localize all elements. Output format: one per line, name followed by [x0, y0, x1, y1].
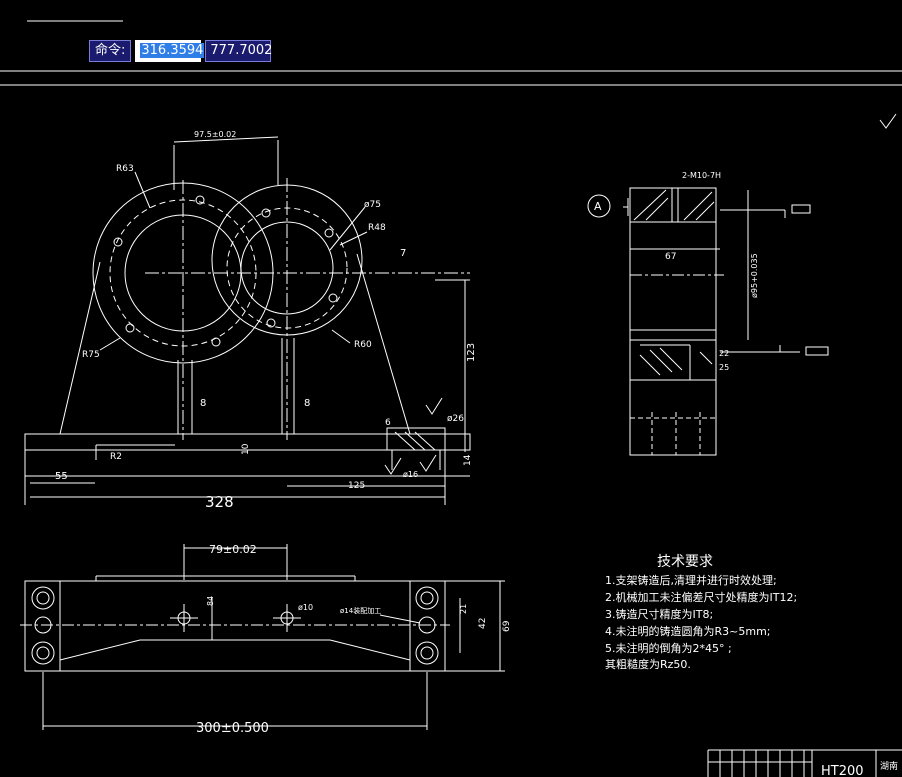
dim-phi14: ø14装配加工	[340, 606, 381, 615]
x-coordinate-input[interactable]: 316.3594	[135, 40, 205, 62]
front-view-labels: 97.5±0.02 R63 ø75 R48 R75 R60 7 123 8 8 …	[55, 130, 477, 511]
dim-14: 14	[463, 454, 473, 466]
dim-21: 21	[459, 604, 468, 614]
company-label: 湖南	[880, 760, 898, 772]
dim-phi75: ø75	[364, 200, 381, 210]
dim-phi16: ø16	[403, 470, 418, 479]
tech-requirements: 技术要求 1.支架铸造后,清理并进行时效处理; 2.机械加工未注偏差尺寸处精度为…	[605, 554, 797, 671]
dim-55: 55	[55, 471, 68, 482]
tech-req-line-2: 2.机械加工未注偏差尺寸处精度为IT12;	[605, 590, 797, 604]
dim-67: 67	[665, 252, 676, 262]
command-prompt-label: 命令:	[89, 40, 132, 62]
y-coordinate-input[interactable]: 777.7002	[205, 40, 272, 62]
dim-r60: R60	[354, 340, 372, 350]
dim-69: 69	[502, 620, 512, 632]
front-view	[24, 136, 471, 505]
dim-25: 25	[719, 363, 729, 372]
tech-req-title: 技术要求	[657, 554, 713, 570]
x-coordinate-value: 316.3594	[140, 43, 205, 58]
dim-phi10: ø10	[298, 603, 313, 612]
title-block	[707, 749, 902, 777]
thread-label: 2-M10-7H	[682, 171, 721, 180]
tech-req-line-6: 其粗糙度为Rz50.	[605, 657, 691, 671]
dim-42: 42	[478, 618, 488, 629]
dim-328: 328	[205, 493, 234, 511]
command-bar: 命令: 316.3594 777.7002	[89, 40, 272, 62]
dim-10: 10	[241, 443, 251, 455]
tech-req-line-1: 1.支架铸造后,清理并进行时效处理;	[605, 573, 777, 587]
material-label: HT200	[821, 764, 864, 777]
plan-view	[20, 544, 505, 730]
tech-req-line-3: 3.铸造尺寸精度为IT8;	[605, 607, 713, 621]
datum-a-label: A	[594, 200, 602, 213]
plan-view-labels: 79±0.02 84 ø10 ø14装配加工 21 42 69 300±0.50…	[196, 543, 512, 736]
dim-8b: 8	[304, 398, 310, 409]
dim-r75: R75	[82, 350, 100, 360]
dim-8a: 8	[200, 398, 206, 409]
dim-r63: R63	[116, 164, 134, 174]
dim-300: 300±0.500	[196, 721, 269, 736]
dim-r2: R2	[110, 452, 122, 462]
dim-6: 6	[385, 418, 391, 428]
dim-phi95: ø95+0.035	[750, 253, 759, 298]
side-view-labels: A 2-M10-7H 67 ø95+0.035 22 25	[594, 171, 759, 372]
dim-97-5: 97.5±0.02	[194, 130, 236, 139]
dim-123: 123	[466, 343, 477, 362]
dim-22: 22	[719, 349, 729, 358]
dim-84: 84	[206, 596, 215, 606]
dim-7: 7	[400, 248, 406, 259]
tech-req-line-4: 4.未注明的铸造圆角为R3~5mm;	[605, 624, 771, 638]
dim-125: 125	[348, 481, 365, 491]
dim-phi26: ø26	[447, 414, 464, 424]
side-view	[587, 187, 829, 456]
dim-79: 79±0.02	[209, 543, 257, 556]
tech-req-line-5: 5.未注明的倒角为2*45° ;	[605, 641, 732, 655]
dim-r48: R48	[368, 223, 386, 233]
roughness-symbols	[384, 113, 897, 475]
